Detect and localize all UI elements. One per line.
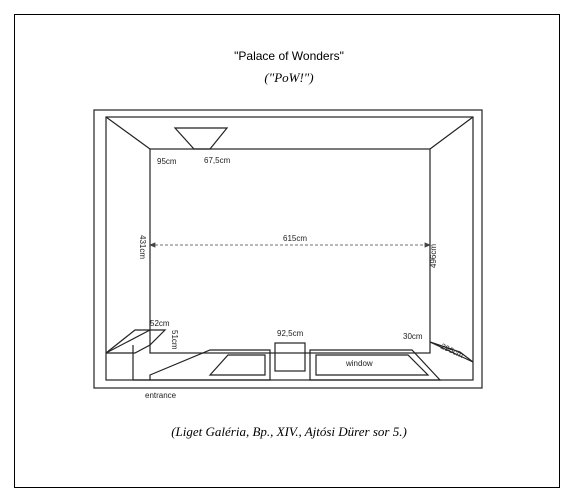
label-615cm: 615cm bbox=[283, 234, 307, 243]
arrow-left bbox=[148, 242, 156, 248]
floor-platform-inner bbox=[208, 354, 266, 376]
center-step bbox=[274, 342, 306, 372]
label-675cm: 67,5cm bbox=[204, 156, 231, 165]
skylight bbox=[173, 127, 229, 150]
diagram-subtitle: ("PoW!") bbox=[264, 70, 314, 85]
corner-line-bottom-right bbox=[429, 341, 474, 363]
label-431cm: 431cm bbox=[138, 235, 147, 259]
label-entrance: entrance bbox=[145, 391, 177, 400]
label-95cm: 95cm bbox=[157, 157, 177, 166]
outer-frame bbox=[14, 14, 560, 488]
right-ledge bbox=[429, 341, 474, 363]
arrow-right bbox=[424, 242, 432, 248]
label-window: window bbox=[345, 359, 373, 368]
corner-line-top-left bbox=[105, 116, 151, 150]
diagram-caption: (Liget Galéria, Bp., XIV., Ajtósi Dürer … bbox=[171, 424, 407, 439]
room-outer-wall bbox=[93, 109, 483, 389]
left-niche bbox=[105, 329, 167, 354]
label-51cm: 51cm bbox=[170, 330, 179, 350]
label-52cm: 52cm bbox=[150, 319, 170, 328]
diagram-title: "Palace of Wonders" bbox=[234, 49, 344, 63]
back-wall bbox=[149, 148, 431, 354]
floor-platform-left bbox=[149, 349, 271, 381]
corner-line-top-right bbox=[429, 116, 474, 150]
corner-line-bottom-left bbox=[105, 329, 151, 354]
floor-window bbox=[309, 349, 442, 381]
label-296cm: 296cm bbox=[439, 342, 465, 360]
label-925cm: 92,5cm bbox=[277, 329, 304, 338]
window-inner bbox=[315, 354, 430, 376]
label-30cm: 30cm bbox=[403, 332, 423, 341]
room-inner-wall bbox=[105, 116, 474, 381]
label-496cm: 496cm bbox=[429, 244, 438, 268]
